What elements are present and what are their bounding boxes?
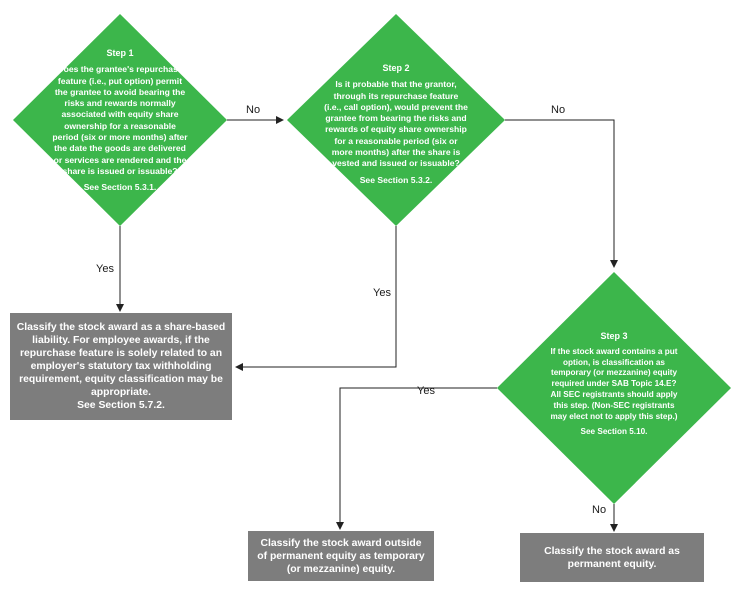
label-step2-yes: Yes bbox=[373, 287, 391, 299]
step3-diamond bbox=[497, 272, 731, 504]
outcome-liability-box: Classify the stock award as a share-base… bbox=[10, 313, 232, 420]
step2-question: Is it probable that the grantor, through… bbox=[324, 79, 468, 169]
step1-reference: See Section 5.3.1. bbox=[83, 182, 157, 193]
step1-title: Step 1 bbox=[106, 48, 134, 58]
step2-reference: See Section 5.3.2. bbox=[359, 174, 433, 185]
label-step3-yes: Yes bbox=[417, 385, 435, 397]
step2-diamond bbox=[287, 14, 505, 226]
step1-question: Does the grantee's repurchase feature (i… bbox=[52, 64, 188, 176]
outcome-temporary-text: Classify the stock award outside of perm… bbox=[257, 537, 425, 575]
label-step1-no: No bbox=[246, 104, 261, 116]
step3-reference: See Section 5.10. bbox=[580, 427, 648, 437]
outcome-permanent-box: Classify the stock award as permanent eq… bbox=[520, 533, 704, 582]
outcome-temporary-box: Classify the stock award outside of perm… bbox=[248, 531, 434, 581]
outcome-permanent-text: Classify the stock award as permanent eq… bbox=[544, 545, 680, 570]
step1-diamond bbox=[13, 14, 227, 226]
outcome-liability-text: Classify the stock award as a share-base… bbox=[16, 322, 226, 398]
connector-step2-yes bbox=[235, 226, 397, 371]
connector-step3-yes bbox=[336, 387, 497, 530]
outcome-liability-reference: See Section 5.7.2. bbox=[77, 400, 165, 411]
step3-title: Step 3 bbox=[600, 331, 628, 341]
label-step2-no: No bbox=[551, 104, 566, 116]
label-step3-no: No bbox=[592, 504, 607, 516]
label-step1-yes: Yes bbox=[96, 263, 114, 275]
step2-title: Step 2 bbox=[382, 63, 410, 73]
connector-step2-no bbox=[505, 119, 618, 268]
step3-question: If the stock award contains a put option… bbox=[550, 346, 678, 421]
step2-text: Step 2 Is it probable that the grantor, … bbox=[324, 63, 468, 186]
step1-text: Step 1 Does the grantee's repurchase fea… bbox=[52, 48, 188, 194]
step3-text: Step 3 If the stock award contains a put… bbox=[548, 331, 680, 438]
